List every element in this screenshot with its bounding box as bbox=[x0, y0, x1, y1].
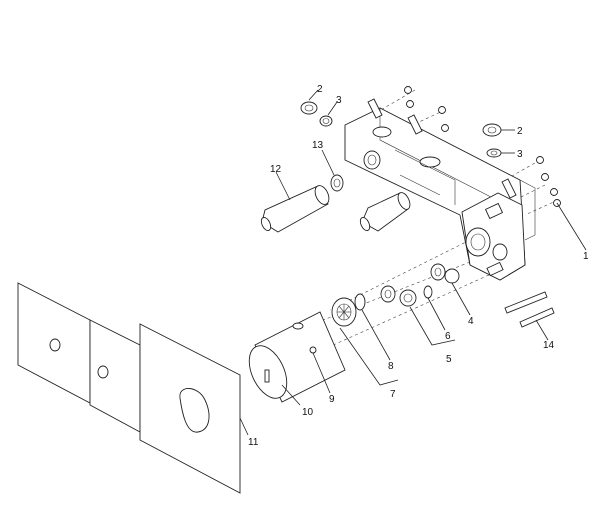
callout-2b: 2 bbox=[517, 126, 523, 137]
callout-8: 8 bbox=[388, 361, 394, 372]
wall-anchors bbox=[504, 291, 555, 341]
sleeve-part bbox=[321, 149, 344, 192]
caps-and-washers bbox=[300, 89, 515, 158]
callout-3b: 3 bbox=[517, 149, 523, 160]
mounting-screws bbox=[404, 86, 587, 251]
callout-11: 11 bbox=[248, 437, 259, 448]
cartridge-parts bbox=[380, 263, 471, 346]
dial-assembly bbox=[331, 293, 399, 386]
callout-2a: 2 bbox=[317, 84, 323, 95]
callout-7: 7 bbox=[390, 389, 396, 400]
callout-5: 5 bbox=[446, 354, 452, 365]
extension-pipes bbox=[260, 171, 411, 233]
callout-13: 13 bbox=[312, 140, 324, 151]
callout-6: 6 bbox=[445, 331, 451, 342]
callout-10: 10 bbox=[302, 407, 314, 418]
valve-body bbox=[344, 98, 536, 281]
callout-3a: 3 bbox=[336, 95, 342, 106]
callout-1: 1 bbox=[583, 251, 589, 262]
callout-9: 9 bbox=[329, 394, 335, 405]
callout-12: 12 bbox=[270, 164, 282, 175]
callout-14: 14 bbox=[543, 340, 555, 351]
callout-labels: 1 2 3 2 3 4 5 6 7 8 9 10 11 12 13 14 bbox=[248, 84, 589, 448]
cover-plates bbox=[17, 282, 249, 494]
callout-4: 4 bbox=[468, 316, 474, 327]
mixer-housing bbox=[248, 311, 346, 406]
